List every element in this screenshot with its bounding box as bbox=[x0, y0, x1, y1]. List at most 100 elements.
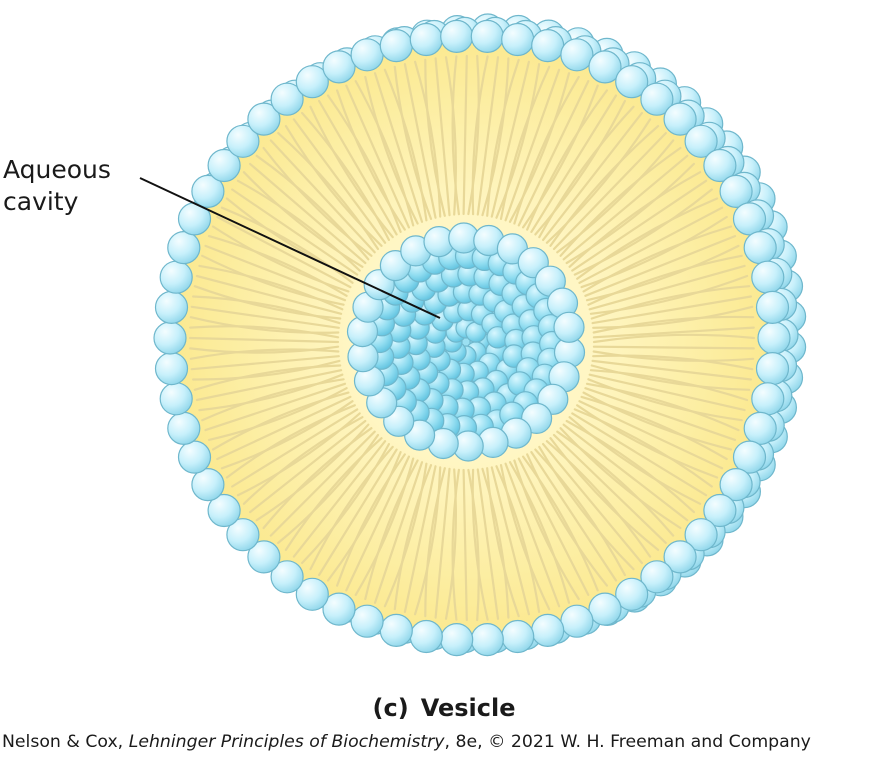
lipid-tail bbox=[354, 457, 415, 596]
lipid-tail bbox=[309, 105, 394, 239]
lipid-tail bbox=[522, 84, 599, 229]
outer-lipid-head bbox=[615, 577, 649, 611]
outer-lipid-head bbox=[322, 592, 356, 626]
outer-lipid-head bbox=[751, 260, 785, 294]
lipid-tail bbox=[193, 364, 342, 391]
outer-lipid-head bbox=[684, 124, 718, 158]
outer-lipid-head bbox=[755, 290, 790, 324]
lipid-tail bbox=[589, 274, 749, 315]
lipid-tail bbox=[549, 437, 660, 551]
lipid-tail bbox=[585, 382, 740, 432]
lipid-tail bbox=[220, 400, 354, 470]
credit-authors: Nelson & Cox, bbox=[2, 732, 129, 752]
outer-lipid-head bbox=[191, 174, 225, 208]
lipid-tail bbox=[336, 89, 406, 231]
lipid-tail bbox=[318, 448, 398, 577]
lipid-tail bbox=[538, 445, 635, 571]
label-aqueous: Aqueous bbox=[3, 155, 111, 184]
outer-lipid-head bbox=[732, 202, 767, 236]
outer-lipid-head bbox=[470, 19, 504, 54]
lipid-tail bbox=[462, 468, 468, 622]
outer-lipid-head bbox=[531, 28, 565, 63]
lipid-tail bbox=[592, 350, 755, 362]
lipid-tail bbox=[562, 423, 689, 522]
lipid-tail bbox=[220, 206, 354, 284]
outer-lipid-head bbox=[207, 493, 241, 528]
lipid-tail bbox=[393, 65, 433, 220]
lipid-tail bbox=[582, 391, 733, 451]
aqueous-cavity-leader-line bbox=[139, 177, 441, 319]
lipid-tail bbox=[444, 468, 457, 620]
lipid-tail bbox=[471, 468, 489, 621]
lipid-tail bbox=[444, 56, 457, 216]
lipid-tail bbox=[424, 58, 446, 217]
lipid-tail bbox=[538, 105, 635, 239]
outer-lipid-head bbox=[743, 411, 777, 445]
lipid-tail bbox=[517, 457, 590, 596]
lipid-tail bbox=[216, 215, 352, 289]
lipid-tail bbox=[517, 80, 590, 227]
lipid-tail bbox=[345, 84, 410, 229]
lipid-tail bbox=[578, 206, 724, 284]
lipid-tail bbox=[204, 244, 347, 302]
lipid-tail bbox=[211, 391, 350, 451]
lipid-tail bbox=[545, 440, 652, 558]
lipid-tail bbox=[592, 333, 756, 344]
outer-lipid-head bbox=[732, 440, 767, 474]
credit-book-title: Lehninger Principles of Biochemistry bbox=[128, 732, 445, 752]
lipid-tail bbox=[499, 464, 551, 611]
lipid-tail bbox=[592, 345, 755, 350]
lipid-tails bbox=[188, 54, 756, 622]
lipid-tail bbox=[591, 359, 752, 381]
outer-lipid-head bbox=[409, 22, 443, 57]
outer-lipid-head bbox=[755, 352, 790, 386]
lipid-tail bbox=[354, 80, 415, 227]
lipid-tail bbox=[513, 459, 580, 601]
lipid-tail bbox=[326, 94, 402, 233]
label-cavity: cavity bbox=[3, 187, 79, 216]
outer-lipid-head bbox=[322, 50, 356, 84]
lipid-tail bbox=[582, 225, 733, 293]
lipid-tail bbox=[578, 400, 724, 470]
lipid-tail bbox=[211, 225, 350, 293]
lipid-tail bbox=[573, 188, 713, 276]
lipid-tail bbox=[284, 125, 383, 247]
outer-lipid-head bbox=[177, 440, 212, 474]
lipid-tail bbox=[530, 94, 618, 233]
lipid-tail bbox=[462, 54, 468, 216]
lipid-tail bbox=[471, 55, 489, 216]
lipid-tail bbox=[559, 427, 682, 530]
lipid-tail bbox=[576, 404, 719, 479]
lipid-tail bbox=[588, 373, 746, 412]
lipid-tail bbox=[255, 423, 370, 522]
lipid-tail bbox=[231, 408, 359, 488]
lipid-tail bbox=[585, 244, 740, 302]
lipid-tail bbox=[383, 462, 428, 608]
outer-lipid-head bbox=[153, 321, 187, 355]
outer-lipid-head bbox=[379, 613, 413, 648]
lipid-tail bbox=[542, 443, 643, 565]
lipid-tail bbox=[486, 58, 520, 217]
lipid-tail bbox=[451, 55, 460, 216]
outer-lipid-head bbox=[226, 124, 260, 158]
lipid-tail bbox=[269, 430, 376, 537]
outer-lipid-head bbox=[531, 613, 565, 648]
lipid-tail bbox=[499, 65, 551, 220]
outer-lipid-head bbox=[757, 321, 791, 355]
lipid-tail bbox=[568, 416, 702, 505]
outer-lipid-head bbox=[640, 82, 674, 116]
lipid-tail bbox=[262, 427, 373, 530]
lipid-tail bbox=[587, 378, 743, 422]
lipid-tail bbox=[467, 54, 480, 216]
lipid-tail bbox=[236, 179, 361, 272]
outer-lipid-head bbox=[270, 82, 304, 116]
outer-lipid-head bbox=[719, 174, 753, 208]
lipid-tail bbox=[225, 404, 356, 479]
outer-lipid-head bbox=[207, 148, 241, 183]
lipid-tail bbox=[373, 461, 424, 604]
lipid-tail bbox=[424, 467, 446, 618]
outer-lipid-head bbox=[159, 260, 193, 294]
lipid-tail bbox=[590, 285, 751, 320]
lipid-tail bbox=[277, 132, 380, 251]
lipid-tail bbox=[542, 111, 643, 241]
